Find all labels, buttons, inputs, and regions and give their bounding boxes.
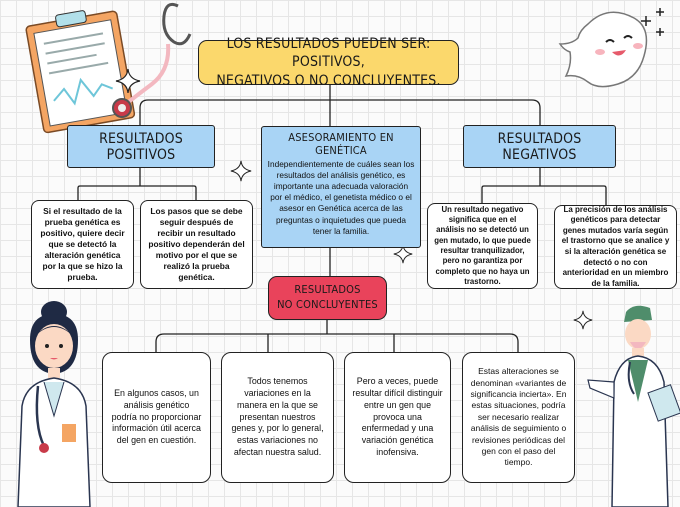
clipboard-stethoscope-illustration: [25, 10, 136, 134]
ghost-mascot-illustration: [558, 8, 664, 88]
noconcluyentes-card-3: Pero a veces, puede resultar difícil dis…: [344, 352, 451, 483]
main-title-line2: NEGATIVOS O NO CONCLUYENTES.: [216, 72, 441, 89]
header-resultados-positivos-label: RESULTADOS POSITIVOS: [99, 130, 183, 163]
female-doctor-illustration: [17, 301, 91, 507]
stethoscope-icon: [112, 2, 192, 118]
main-title-line1: LOS RESULTADOS PUEDEN SER: POSITIVOS,: [226, 36, 431, 71]
asesoramiento-box: ASESORAMIENTO EN GENÉTICA Independientem…: [261, 126, 421, 248]
noconcluyentes-card-2-text: Todos tenemos variaciones en la manera e…: [231, 375, 324, 458]
noconcluyentes-card-4: Estas alteraciones se denominan «variant…: [462, 352, 575, 483]
header-no-concluyentes-line1: RESULTADOS: [294, 283, 361, 297]
asesoramiento-text: Independientemente de cuáles sean los re…: [267, 159, 415, 236]
header-resultados-no-concluyentes: RESULTADOS NO CONCLUYENTES: [268, 276, 387, 320]
positivos-card-2: Los pasos que se debe seguir después de …: [140, 200, 253, 289]
negativos-card-1-text: Un resultado negativo significa que en e…: [434, 204, 531, 286]
sparkle-icon: [393, 244, 413, 264]
noconcluyentes-card-4-text: Estas alteraciones se denominan «variant…: [470, 366, 567, 468]
positivos-card-1-text: Si el resultado de la prueba genética es…: [40, 205, 125, 283]
main-title: LOS RESULTADOS PUEDEN SER: POSITIVOS, NE…: [198, 36, 459, 89]
noconcluyentes-card-1: En algunos casos, un análisis genético p…: [102, 352, 211, 483]
sparkle-icon: [230, 160, 252, 182]
negativos-card-2: La precisión de los análisis genéticos p…: [554, 205, 677, 289]
asesoramiento-header: ASESORAMIENTO EN GENÉTICA: [288, 131, 394, 157]
header-resultados-positivos: RESULTADOS POSITIVOS: [67, 125, 215, 168]
negativos-card-1: Un resultado negativo significa que en e…: [427, 203, 538, 289]
positivos-card-2-text: Los pasos que se debe seguir después de …: [148, 205, 245, 283]
noconcluyentes-card-1-text: En algunos casos, un análisis genético p…: [111, 387, 202, 446]
sparkle-icon: [115, 68, 141, 94]
sparkle-icon: [573, 310, 593, 330]
header-no-concluyentes-line2: NO CONCLUYENTES: [277, 298, 378, 311]
negativos-card-2-text: La precisión de los análisis genéticos p…: [561, 204, 670, 288]
noconcluyentes-card-2: Todos tenemos variaciones en la manera e…: [221, 352, 334, 483]
positivos-card-1: Si el resultado de la prueba genética es…: [31, 200, 134, 289]
header-resultados-negativos-label: RESULTADOS NEGATIVOS: [497, 130, 582, 163]
male-doctor-illustration: [587, 305, 680, 507]
header-resultados-negativos: RESULTADOS NEGATIVOS: [463, 125, 616, 168]
noconcluyentes-card-3-text: Pero a veces, puede resultar difícil dis…: [352, 375, 443, 458]
